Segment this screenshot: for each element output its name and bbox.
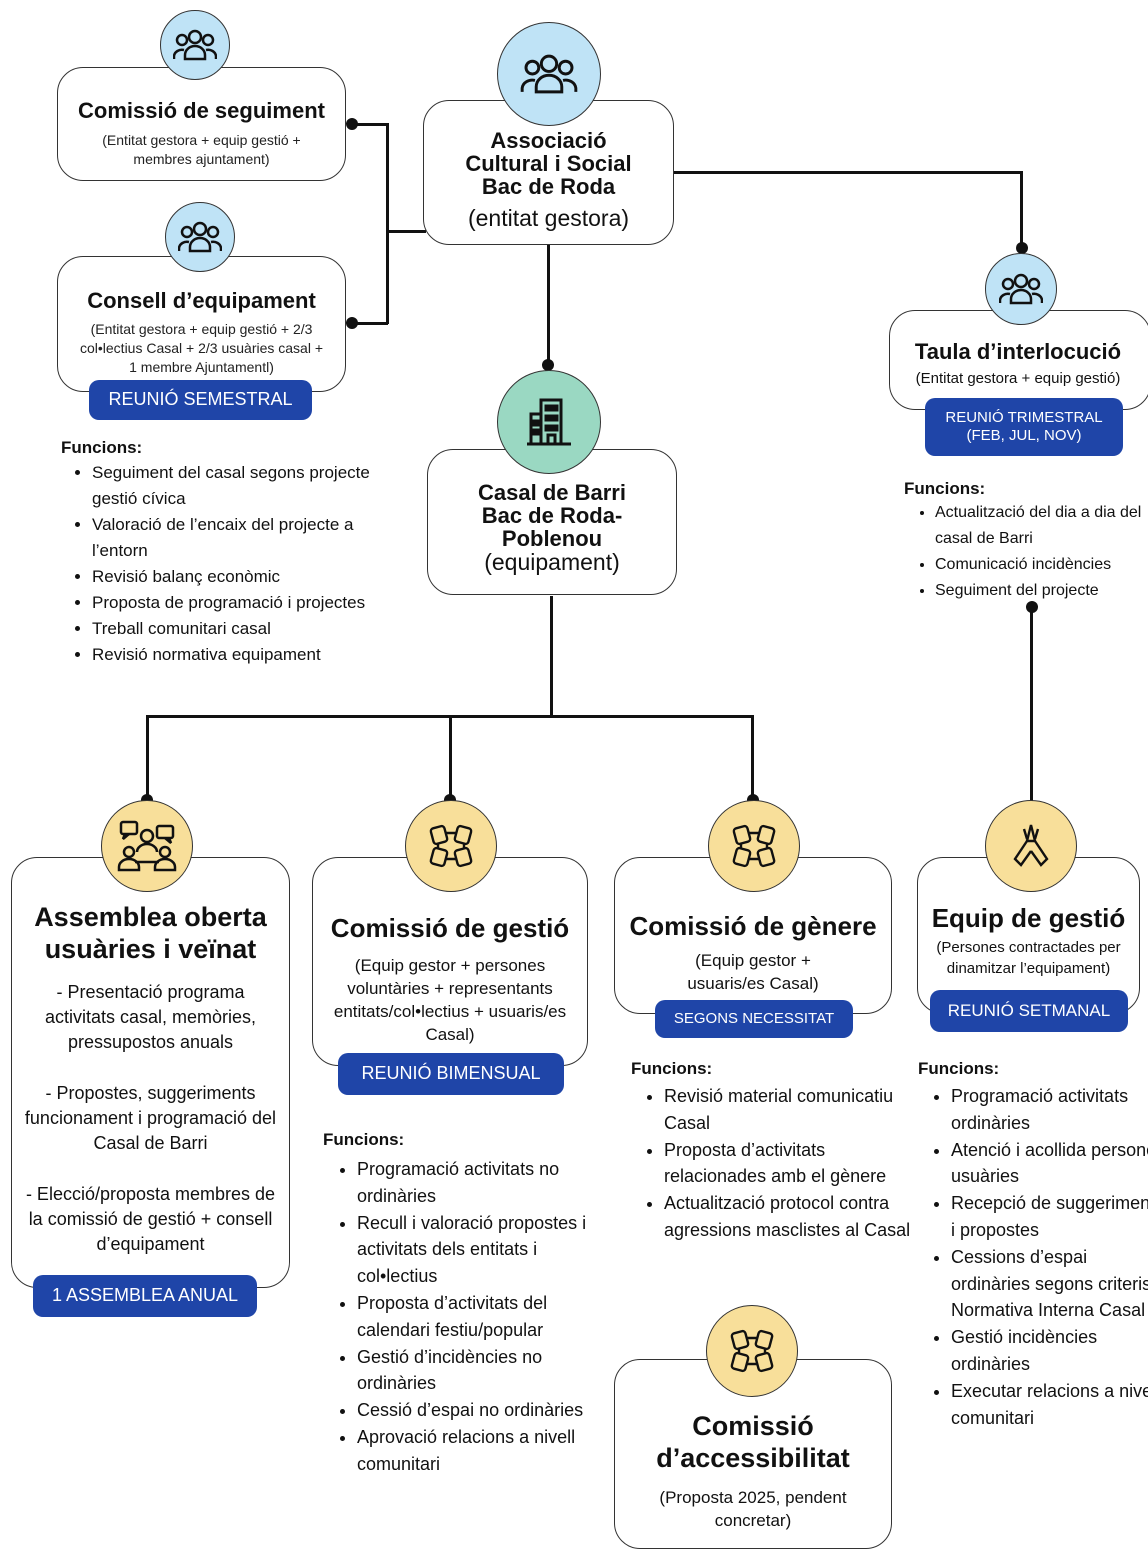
associacio-line2: Cultural i Social [465,151,632,176]
funcio-item: Treball comunitari casal [92,616,392,642]
genere-sub1: (Equip gestor + [695,951,811,970]
consell-sub2: col•lectius Casal + 2/3 usuàries casal + [79,340,324,356]
comissio-seguiment-box [57,67,346,181]
gestio-sub: (Equip gestor + persones voluntàries + r… [333,956,567,1044]
funcio-item: Recull i valoració propostes i activitat… [357,1210,607,1290]
casal-line3: Poblenou [501,526,603,551]
funcions-label: Funcions: [904,479,986,498]
taula-meeting-tag: REUNIÓ TRIMESTRAL (FEB, JUL, NOV) [925,398,1123,456]
funcions-gestio-list: Programació activitats no ordinàriesRecu… [327,1156,607,1478]
funcio-item: Programació activitats no ordinàries [357,1156,607,1210]
taula-tag-line2: (FEB, JUL, NOV) [966,427,1082,444]
funcio-item: Atenció i acollida persones usuàries [951,1137,1148,1191]
genere-sub2: usuaris/es Casal) [687,974,819,993]
funcio-item: Actualització protocol contra agressions… [664,1190,914,1244]
funcio-item: Actualització del dia a dia del casal de… [935,500,1148,552]
funcions-taula-list: Actualització del dia a dia del casal de… [905,500,1148,604]
people-icon [165,202,235,272]
funcio-item: Seguiment del projecte [935,578,1148,604]
equip-meeting-tag: REUNIÓ SETMANAL [930,990,1128,1032]
equip-title: Equip de gestió [931,903,1126,933]
consell-sub1: (Entitat gestora + equip gestió + 2/3 [90,321,313,337]
accessibilitat-title2: d’accessibilitat [656,1443,850,1473]
funcio-item: Comunicació incidències [935,552,1148,578]
funcio-item: Proposta de programació i projectes [92,590,392,616]
funcio-item: Revisió balanç econòmic [92,564,392,590]
assemblea-title1: Assemblea oberta [34,902,267,932]
consell-sub3: 1 membre Ajuntamentl) [129,359,274,375]
funcions-label: Funcions: [631,1059,713,1078]
hands-icon [706,1305,798,1397]
associacio-line1: Associació [490,128,607,153]
assemblea-meeting-tag: 1 ASSEMBLEA ANUAL [33,1275,257,1317]
genere-meeting-tag: SEGONS NECESSITAT [655,1000,853,1038]
funcio-item: Programació activitats ordinàries [951,1083,1148,1137]
funcio-item: Cessions d’espai ordinàries segons crite… [951,1244,1148,1324]
people-icon [160,10,230,80]
funcio-item: Proposta d’activitats del calendari fest… [357,1290,607,1344]
funcions-equip-list: Programació activitats ordinàriesAtenció… [921,1083,1148,1431]
gestio-title: Comissió de gestió [330,913,570,943]
people-icon [985,253,1057,325]
assemblea-item3: - Elecció/proposta membres de la comissi… [25,1184,276,1254]
equip-sub1: (Persones contractades per [936,939,1121,956]
taula-box [889,310,1148,410]
funcions-consell-list: Seguiment del casal segons projecte gest… [62,460,392,668]
casal-line2: Bac de Roda- [481,503,623,528]
consell-title: Consell d’equipament [87,288,316,313]
funcio-item: Gestió d’incidències no ordinàries [357,1344,607,1398]
funcio-item: Recepció de suggeriments i propostes [951,1190,1148,1244]
funcio-item: Cessió d’espai no ordinàries [357,1397,607,1424]
taula-title: Taula d’interlocució [914,339,1122,364]
taula-tag-line1: REUNIÓ TRIMESTRAL [945,409,1103,426]
associacio-line3: Bac de Roda [481,174,616,199]
gestio-meeting-tag: REUNIÓ BIMENSUAL [338,1053,564,1095]
funcio-item: Proposta d’activitats relacionades amb e… [664,1137,914,1191]
people-icon [497,22,601,126]
comissio-seguiment-sub1: (Entitat gestora + equip gestió + [102,132,301,148]
comissio-seguiment-sub2: membres ajuntament) [133,151,270,167]
funcio-item: Seguiment del casal segons projecte gest… [92,460,392,512]
casal-line4: (equipament) [484,549,620,575]
team-hands-icon [985,800,1077,892]
funcions-label: Funcions: [918,1059,1000,1078]
associacio-line4: (entitat gestora) [467,205,630,231]
consell-meeting-tag: REUNIÓ SEMESTRAL [89,380,312,420]
funcio-item: Gestió incidències ordinàries [951,1324,1148,1378]
funcio-item: Revisió normativa equipament [92,642,392,668]
funcio-item: Revisió material comunicatiu Casal [664,1083,914,1137]
funcio-item: Aprovació relacions a nivell comunitari [357,1424,607,1478]
taula-sub: (Entitat gestora + equip gestió) [915,370,1121,387]
casal-line1: Casal de Barri [478,480,626,505]
funcions-label: Funcions: [61,438,143,457]
building-icon [497,370,601,474]
conversation-icon [101,800,193,892]
hands-icon [405,800,497,892]
assemblea-title2: usuàries i veïnat [44,934,257,964]
consell-box [57,256,346,392]
funcio-item: Valoració de l’encaix del projecte a l’e… [92,512,392,564]
funcions-label: Funcions: [323,1130,405,1149]
funcions-genere-list: Revisió material comunicatiu CasalPropos… [634,1083,914,1244]
accessibilitat-title1: Comissió [692,1411,814,1441]
accessibilitat-sub1: (Proposta 2025, pendent [659,1488,847,1507]
assemblea-item2: - Propostes, suggeriments funcionament i… [24,1083,277,1153]
funcio-item: Executar relacions a nivell comunitari [951,1378,1148,1432]
assemblea-item1: - Presentació programa activitats casal,… [44,982,257,1052]
hands-icon [708,800,800,892]
genere-title: Comissió de gènere [629,911,877,941]
equip-sub2: dinamitzar l’equipament) [946,960,1111,977]
assemblea-box [11,857,290,1288]
comissio-seguiment-title: Comissió de seguiment [78,98,325,123]
accessibilitat-sub2: concretar) [714,1511,792,1530]
